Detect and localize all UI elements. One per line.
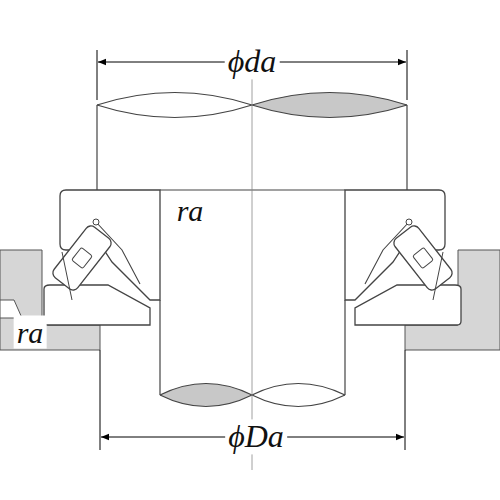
fillet-radius-label: ra	[174, 194, 207, 227]
dimension-label: ϕDa	[225, 419, 287, 454]
fillet-radius-label: ra	[14, 316, 47, 349]
dimension-label: ϕda	[225, 44, 280, 79]
